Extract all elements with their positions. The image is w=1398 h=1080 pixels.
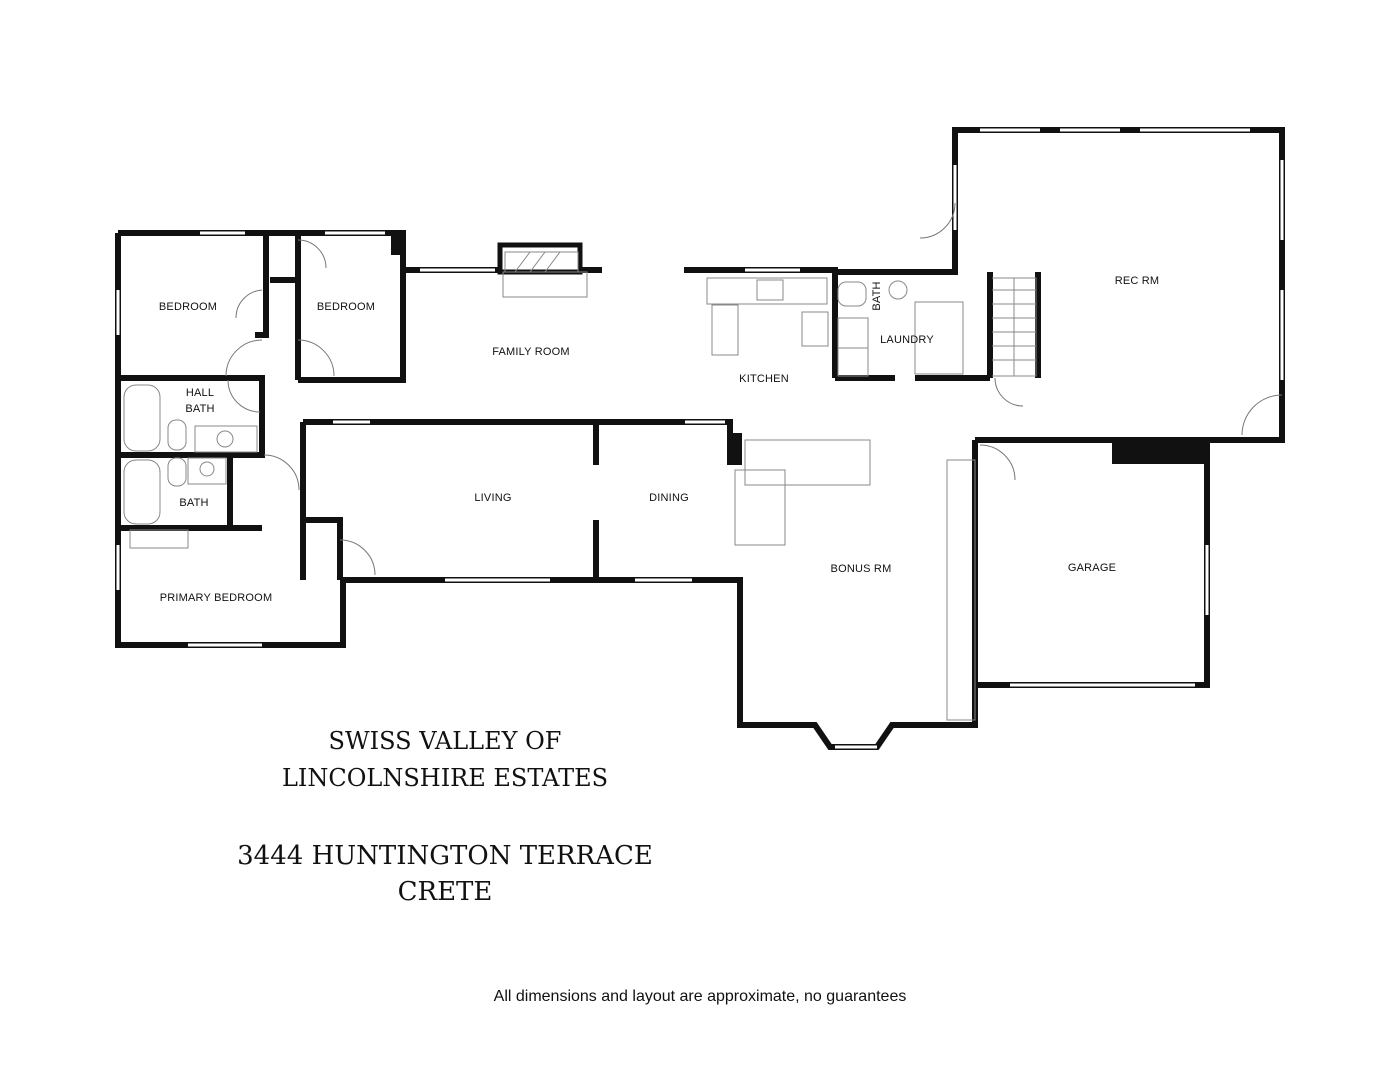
- washer: [837, 317, 869, 349]
- label-living: LIVING: [474, 492, 511, 504]
- staircase: [992, 277, 1037, 377]
- community-name-line2: LINCOLNSHIRE ESTATES: [281, 764, 609, 792]
- kitchen-sink: [756, 279, 784, 301]
- label-garage: GARAGE: [1068, 562, 1116, 574]
- toilet-small: [837, 281, 867, 307]
- kitchen-island: [711, 304, 739, 356]
- fixtures: [123, 251, 1037, 721]
- label-dining: DINING: [649, 492, 689, 504]
- bonus-cabinets: [734, 469, 786, 546]
- label-bonus-rm: BONUS RM: [831, 563, 892, 575]
- dryer: [837, 347, 869, 377]
- toilet-hall: [167, 419, 187, 451]
- kitchen-counter: [706, 277, 828, 305]
- label-hall-bath-1: HALL: [186, 387, 214, 399]
- label-hall-bath-2: BATH: [185, 403, 214, 415]
- windows: [116, 128, 1284, 749]
- label-bath-small: BATH: [871, 281, 883, 310]
- exterior-walls: [115, 127, 1285, 750]
- laundry-counter: [914, 301, 964, 375]
- tub-bath: [123, 459, 161, 525]
- label-rec-rm: REC RM: [1115, 275, 1160, 287]
- bedroom-partitions: [118, 233, 301, 531]
- primary-closet: [129, 529, 189, 549]
- room-labels: BEDROOM BEDROOM HALL BATH BATH PRIMARY B…: [159, 275, 1159, 604]
- wall-blocks: [391, 233, 1204, 465]
- living-dining-walls: [300, 419, 733, 580]
- sink-bath: [187, 457, 227, 485]
- disclaimer-text: All dimensions and layout are approximat…: [493, 988, 907, 1005]
- community-name-line1: SWISS VALLEY OF: [328, 727, 562, 755]
- kitchen-range: [801, 311, 829, 347]
- city-name: CRETE: [397, 877, 493, 907]
- label-bedroom-1: BEDROOM: [159, 301, 217, 313]
- door-swings: [225, 202, 1283, 576]
- fireplace-hatch: [504, 251, 579, 273]
- sink-hall-bath: [194, 425, 258, 453]
- toilet-bath: [167, 457, 187, 487]
- bar-counter: [744, 439, 871, 486]
- fireplace-hearth: [502, 271, 588, 298]
- street-address: 3444 HUNTINGTON TERRACE: [237, 841, 653, 871]
- laundry-walls: [835, 272, 1041, 381]
- label-laundry: LAUNDRY: [880, 334, 934, 346]
- label-primary-bedroom: PRIMARY BEDROOM: [160, 592, 273, 604]
- tub-hall-bath: [123, 384, 161, 452]
- label-bedroom-2: BEDROOM: [317, 301, 375, 313]
- bonus-built-in: [946, 459, 976, 721]
- label-family-room: FAMILY ROOM: [492, 346, 570, 358]
- label-kitchen: KITCHEN: [739, 373, 789, 385]
- label-bath: BATH: [179, 497, 208, 509]
